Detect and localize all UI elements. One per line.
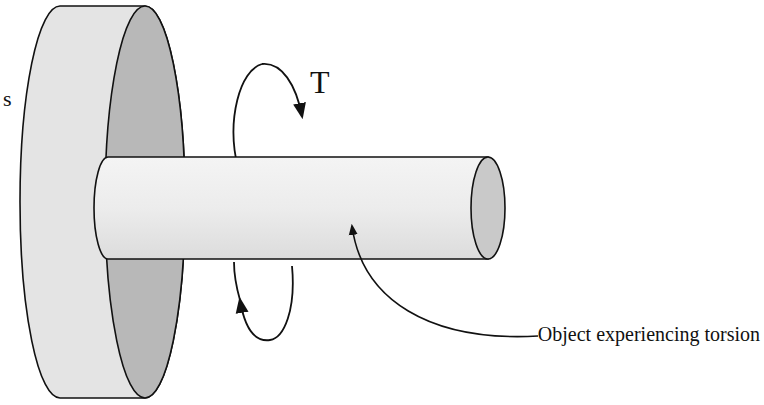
torque-arrow xyxy=(234,64,302,340)
part-label: Object experiencing torsion xyxy=(538,324,760,344)
leader-line xyxy=(352,226,538,337)
torque-arrow xyxy=(234,64,262,168)
shaft xyxy=(94,157,505,259)
cropped-label: s xyxy=(3,88,12,110)
torque-symbol: T xyxy=(310,66,330,98)
